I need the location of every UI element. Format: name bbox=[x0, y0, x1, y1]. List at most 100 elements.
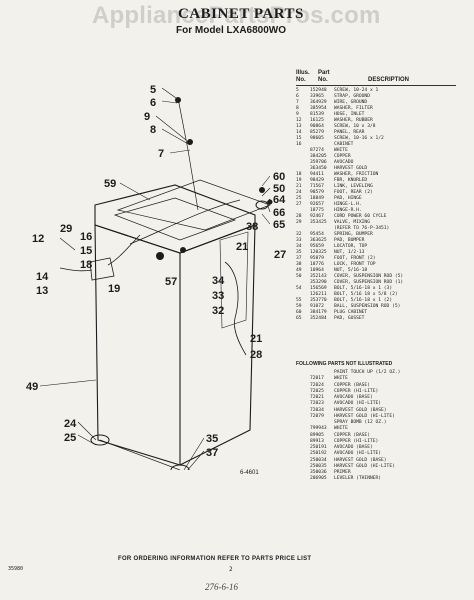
part-description: LOCATOR, TOP bbox=[334, 244, 368, 249]
callout-13: 13 bbox=[36, 285, 48, 297]
illus-number: 13 bbox=[296, 124, 302, 129]
column-header-illus: Illus.No. bbox=[296, 70, 310, 83]
callout-25: 25 bbox=[64, 432, 76, 444]
callout-6: 6 bbox=[150, 97, 156, 109]
part-description: HOSE, INLET bbox=[334, 112, 365, 117]
illus-number: 32 bbox=[296, 232, 302, 237]
part-description: PLUG CABINET bbox=[334, 310, 368, 315]
part-description: WIRE, GROUND bbox=[334, 100, 368, 105]
part-description: NUT, 5/16-18 bbox=[334, 268, 368, 273]
callout-24: 24 bbox=[64, 418, 77, 430]
part-description: HINGE-R.H. bbox=[334, 208, 362, 213]
callout-38: 38 bbox=[246, 221, 258, 233]
illus-number: 54 bbox=[296, 286, 302, 291]
part-description: COVER, SUSPENSION ROD (1) bbox=[334, 280, 404, 285]
part-description: HARVEST GOLD (HI-LITE) bbox=[334, 463, 395, 469]
callout-33: 33 bbox=[212, 290, 224, 302]
front-foot-left bbox=[90, 434, 110, 446]
illus-number: 55 bbox=[296, 298, 302, 303]
callout-65: 65 bbox=[273, 219, 285, 231]
watermark: AppliancePartsPros.com bbox=[92, 2, 381, 29]
bumper-pad bbox=[156, 252, 164, 260]
part-number: 363450 bbox=[310, 166, 327, 171]
part-description: HARVEST GOLD (BASE) bbox=[334, 457, 387, 463]
part-description: LINK, LEVELING bbox=[334, 184, 373, 189]
part-number: 384179 bbox=[310, 310, 327, 315]
part-number: 89913 bbox=[310, 438, 324, 444]
callout-35: 35 bbox=[206, 433, 218, 445]
suspension-rod bbox=[129, 199, 241, 245]
illus-number: 59 bbox=[296, 304, 302, 309]
screw-ground bbox=[175, 97, 181, 103]
parts-row: 49 10964 NUT, 5/16-18 bbox=[296, 268, 466, 274]
part-number: 385954 bbox=[310, 106, 327, 111]
illus-number: 7 bbox=[296, 100, 299, 105]
illus-number: 16 bbox=[296, 142, 302, 147]
header-divider bbox=[296, 85, 456, 86]
part-description: SCREW, 10 x 3/8 bbox=[334, 124, 376, 129]
part-description: WHITE bbox=[334, 148, 348, 153]
page-number: 2 bbox=[229, 566, 233, 573]
part-number: 10964 bbox=[310, 268, 324, 273]
hose-fitting bbox=[59, 267, 93, 272]
parts-row: 21 71567 LINK, LEVELING bbox=[296, 184, 466, 190]
illus-number: 49 bbox=[296, 268, 302, 273]
part-description: BOLT, 5/16-18 x 1 (2) bbox=[334, 298, 393, 303]
callout-64: 64 bbox=[273, 194, 286, 206]
illus-number: 15 bbox=[296, 136, 302, 141]
part-description: VALVE, MIXING bbox=[334, 220, 370, 225]
callout-59: 59 bbox=[104, 178, 116, 190]
part-number: 353770 bbox=[310, 298, 327, 303]
part-description: HINGE-L.H. bbox=[334, 202, 362, 207]
part-description: FOOT, FRONT (2) bbox=[334, 256, 376, 261]
part-number: 71567 bbox=[310, 184, 324, 189]
part-description: BOLT, 5/16-18 x 1 (3) bbox=[334, 286, 393, 291]
part-number: 353290 bbox=[310, 280, 327, 285]
illus-number: 37 bbox=[296, 256, 302, 261]
cabinet-exploded-diagram: 5 6 9 8 7 59 60 50 64 66 65 27 12 29 16 … bbox=[26, 84, 286, 470]
part-number: 353425 bbox=[310, 220, 327, 225]
illus-number: 27 bbox=[296, 202, 302, 207]
part-number: 98579 bbox=[310, 190, 324, 195]
part-description: PAD, GUSSET bbox=[334, 316, 365, 321]
part-description: WASHER, FRICTION bbox=[334, 172, 379, 177]
illus-number: 35 bbox=[296, 250, 302, 255]
illus-number: 14 bbox=[296, 130, 302, 135]
part-description: COPPER (HI-LITE) bbox=[334, 438, 379, 444]
part-number: 98605 bbox=[310, 136, 324, 141]
part-number: 799943 bbox=[310, 426, 327, 432]
parts-row: (REFER TO 76-P-3451) bbox=[296, 226, 466, 232]
callout-32: 32 bbox=[212, 305, 224, 317]
illus-number: 9 bbox=[296, 112, 299, 117]
illus-number: 60 bbox=[296, 310, 302, 315]
front-foot-right bbox=[170, 464, 190, 470]
part-description: PRIMER bbox=[334, 470, 351, 475]
callout-18: 18 bbox=[80, 259, 92, 271]
illus-number bbox=[296, 476, 310, 482]
power-cord bbox=[224, 261, 247, 356]
mixing-valve bbox=[89, 257, 115, 281]
parts-row: 353290 COVER, SUSPENSION ROD (1) bbox=[296, 280, 466, 286]
part-description: STRAP, GROUND bbox=[334, 94, 370, 99]
figure-number: 6-4601 bbox=[240, 470, 259, 476]
callout-50: 50 bbox=[273, 183, 285, 195]
parts-row: 60 384179 PLUG CABINET bbox=[296, 310, 466, 316]
illus-number: 21 bbox=[296, 184, 302, 189]
